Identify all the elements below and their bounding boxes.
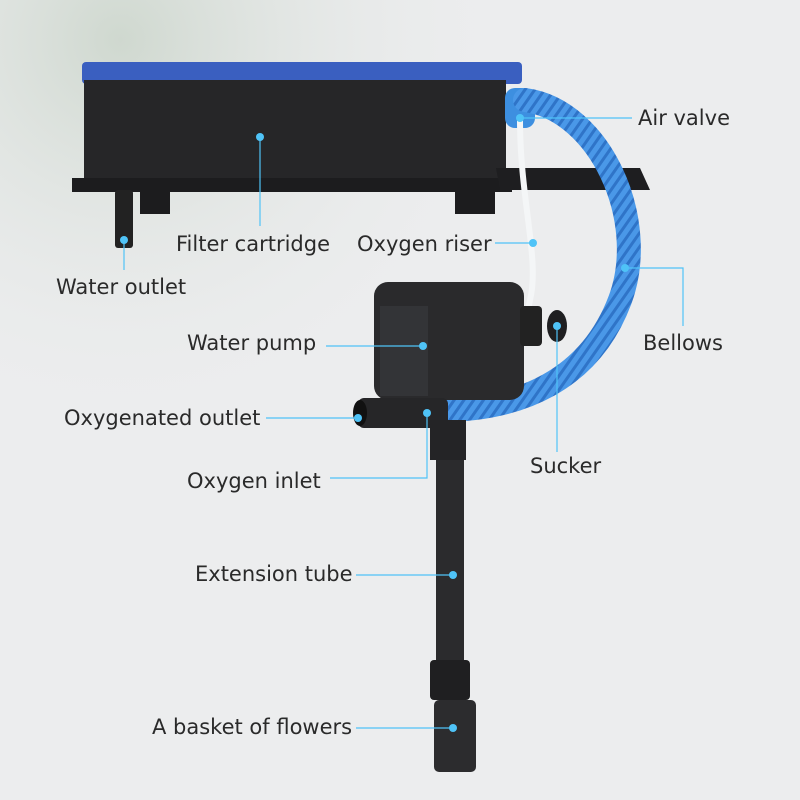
label-oxygen-inlet: Oxygen inlet (187, 469, 321, 493)
label-oxygen-riser: Oxygen riser (357, 232, 492, 256)
label-sucker: Sucker (530, 454, 602, 478)
label-basket-of-flowers: A basket of flowers (152, 715, 353, 739)
leader-dots (120, 114, 629, 732)
label-filter-cartridge: Filter cartridge (176, 232, 331, 256)
label-air-valve: Air valve (638, 106, 730, 130)
label-water-pump: Water pump (187, 331, 317, 355)
water-pump (353, 282, 567, 772)
bellows-hose (428, 88, 641, 422)
label-water-outlet: Water outlet (56, 275, 187, 299)
label-bellows: Bellows (643, 331, 723, 355)
leader-lines (123, 117, 684, 729)
label-oxygenated-outlet: Oxygenated outlet (64, 406, 261, 430)
label-extension-tube: Extension tube (195, 562, 353, 586)
